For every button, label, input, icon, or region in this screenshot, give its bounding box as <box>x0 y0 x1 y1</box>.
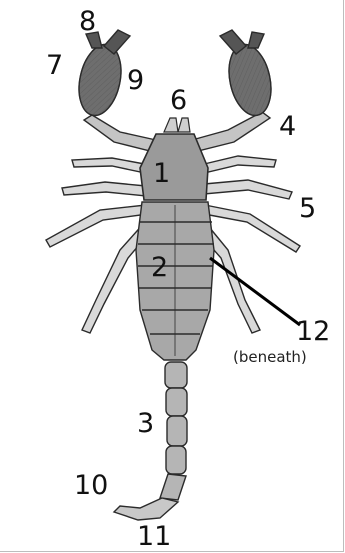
label-3: 3 <box>137 410 154 437</box>
abdomen <box>136 202 214 360</box>
label-4: 4 <box>279 113 296 140</box>
label-10: 10 <box>74 472 108 499</box>
telson <box>114 498 178 520</box>
label-8: 8 <box>79 8 96 35</box>
label-beneath: (beneath) <box>233 350 307 365</box>
label-5: 5 <box>299 195 316 222</box>
walking-legs-left <box>46 158 150 333</box>
label-7: 7 <box>46 52 63 79</box>
label-2: 2 <box>151 254 168 281</box>
label-6: 6 <box>170 87 187 114</box>
tail <box>160 362 187 500</box>
label-9: 9 <box>127 67 144 94</box>
label-11: 11 <box>137 523 171 550</box>
label-1: 1 <box>153 160 170 187</box>
chelicerae <box>164 118 190 132</box>
pectines-pointer-line <box>210 258 300 325</box>
label-12: 12 <box>296 318 330 345</box>
